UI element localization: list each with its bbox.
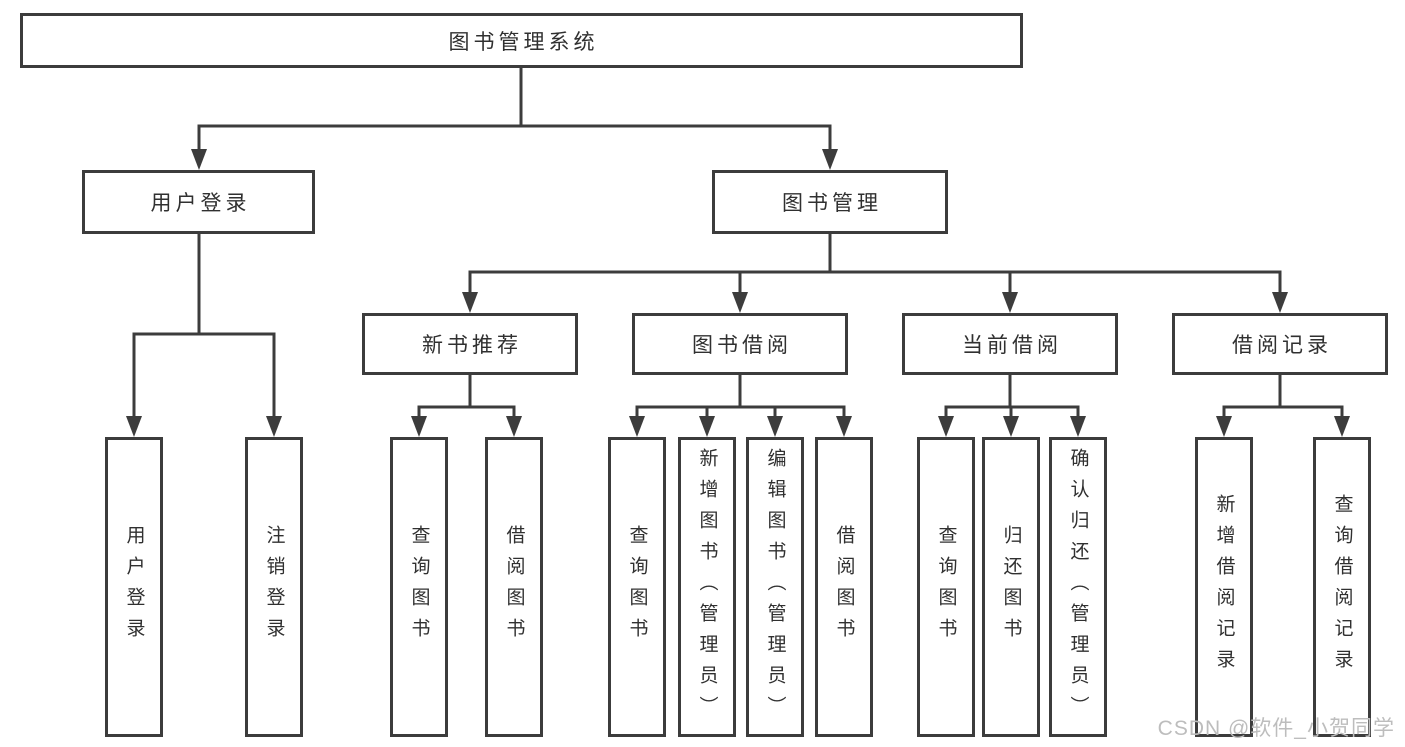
node-book-management: 图书管理 [712, 170, 948, 234]
connector-user-login-to-children [126, 234, 282, 437]
node-book-borrowing: 图书借阅 [632, 313, 848, 375]
leaf-query-books-recommend: 查询图书 [390, 437, 448, 737]
leaf-add-borrow-record: 新增借阅记录 [1195, 437, 1253, 737]
connector-borrowing-records-to-children [1216, 375, 1350, 437]
leaf-logout: 注销登录 [245, 437, 303, 737]
node-new-book-recommendation: 新书推荐 [362, 313, 578, 375]
connector-book-borrowing-to-children [629, 375, 852, 437]
leaf-edit-books-admin: 编辑图书（管理员） [746, 437, 804, 737]
leaf-return-books: 归还图书 [982, 437, 1040, 737]
connector-current-borrowing-to-children [938, 375, 1086, 437]
connector-book-management-to-groups [462, 234, 1288, 313]
leaf-query-books-borrowing: 查询图书 [608, 437, 666, 737]
leaf-query-books-current: 查询图书 [917, 437, 975, 737]
node-library-management-system: 图书管理系统 [20, 13, 1023, 68]
connector-new-book-recommendation-to-children [411, 375, 522, 437]
leaf-add-books-admin: 新增图书（管理员） [678, 437, 736, 737]
leaf-user-login: 用户登录 [105, 437, 163, 737]
leaf-borrow-books-recommend: 借阅图书 [485, 437, 543, 737]
leaf-query-borrow-record: 查询借阅记录 [1313, 437, 1371, 737]
leaf-borrow-books: 借阅图书 [815, 437, 873, 737]
node-current-borrowing: 当前借阅 [902, 313, 1118, 375]
node-user-login: 用户登录 [82, 170, 315, 234]
leaf-confirm-return-admin: 确认归还（管理员） [1049, 437, 1107, 737]
connector-root-to-branches [191, 68, 838, 170]
node-borrowing-records: 借阅记录 [1172, 313, 1388, 375]
watermark: CSDN @软件_小贺同学 [1157, 717, 1395, 740]
